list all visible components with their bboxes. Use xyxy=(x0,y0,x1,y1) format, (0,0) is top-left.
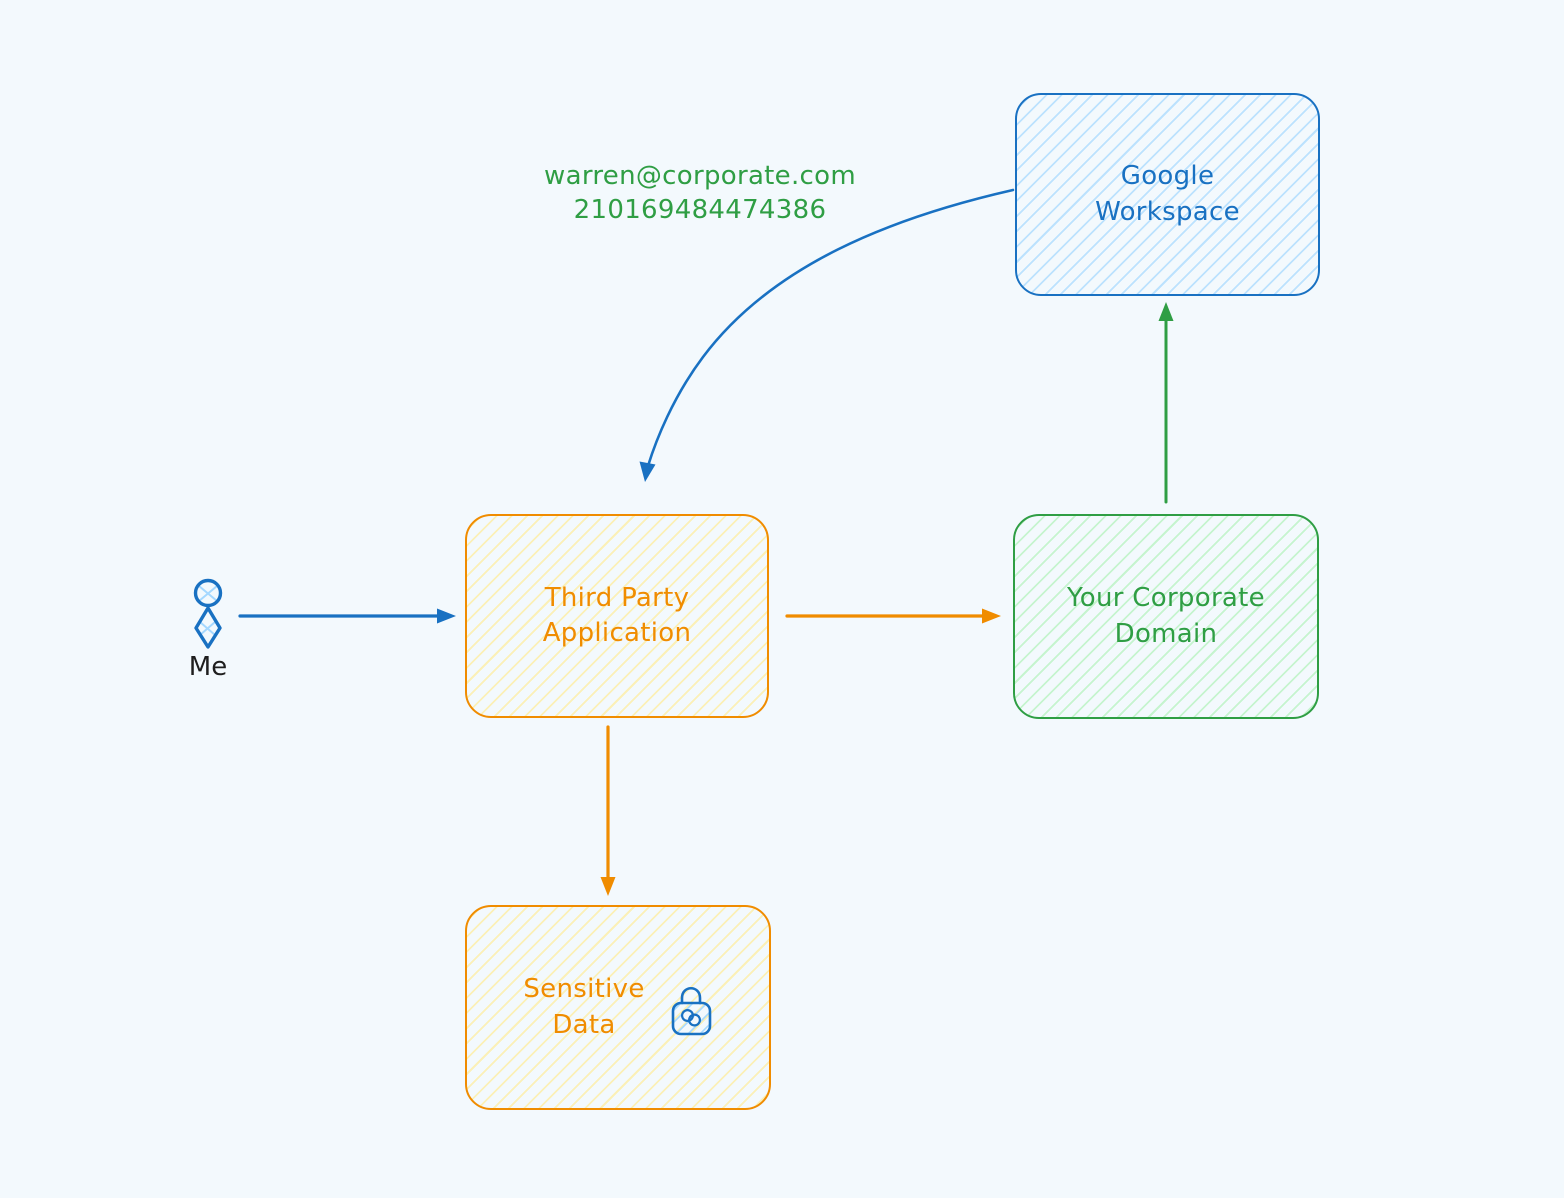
arrowhead xyxy=(1158,302,1174,321)
node-label: Google xyxy=(1120,161,1215,192)
edge-third-party-to-sensitive[interactable] xyxy=(600,725,616,896)
edge-third-party-to-corporate[interactable] xyxy=(785,608,1001,624)
edge-corporate-to-google[interactable] xyxy=(1158,302,1174,504)
person-icon xyxy=(193,578,223,649)
actor-me[interactable]: Me xyxy=(182,578,234,682)
arrowhead xyxy=(600,877,616,896)
edge-google-to-third-party[interactable] xyxy=(639,188,1015,482)
node-third-party-application[interactable]: Third Party Application xyxy=(465,514,769,718)
node-sensitive-data[interactable]: Sensitive Data xyxy=(465,905,771,1110)
arrowhead xyxy=(982,608,1001,624)
node-label: Third Party xyxy=(544,582,690,613)
node-label: Workspace xyxy=(1095,196,1240,227)
arrowhead xyxy=(639,461,656,482)
node-label: Your Corporate xyxy=(1067,583,1265,614)
node-label: Application xyxy=(542,618,692,648)
lock-icon[interactable] xyxy=(669,979,713,1037)
node-your-corporate-domain[interactable]: Your Corporate Domain xyxy=(1013,514,1319,719)
person-hatch xyxy=(198,585,218,636)
node-google-workspace[interactable]: Google Workspace xyxy=(1015,93,1320,296)
annotation-number: 210169484474386 xyxy=(573,194,827,225)
annotation-email: warren@corporate.com xyxy=(544,161,856,191)
edge-me-to-third-party[interactable] xyxy=(238,608,456,624)
arrowhead xyxy=(437,608,456,624)
node-label: Domain xyxy=(1114,618,1218,649)
annotation-credentials[interactable]: warren@corporate.com 210169484474386 xyxy=(505,160,895,228)
actor-label: Me xyxy=(188,652,228,682)
node-label: Data xyxy=(552,1009,616,1040)
node-label: Sensitive xyxy=(523,974,645,1005)
